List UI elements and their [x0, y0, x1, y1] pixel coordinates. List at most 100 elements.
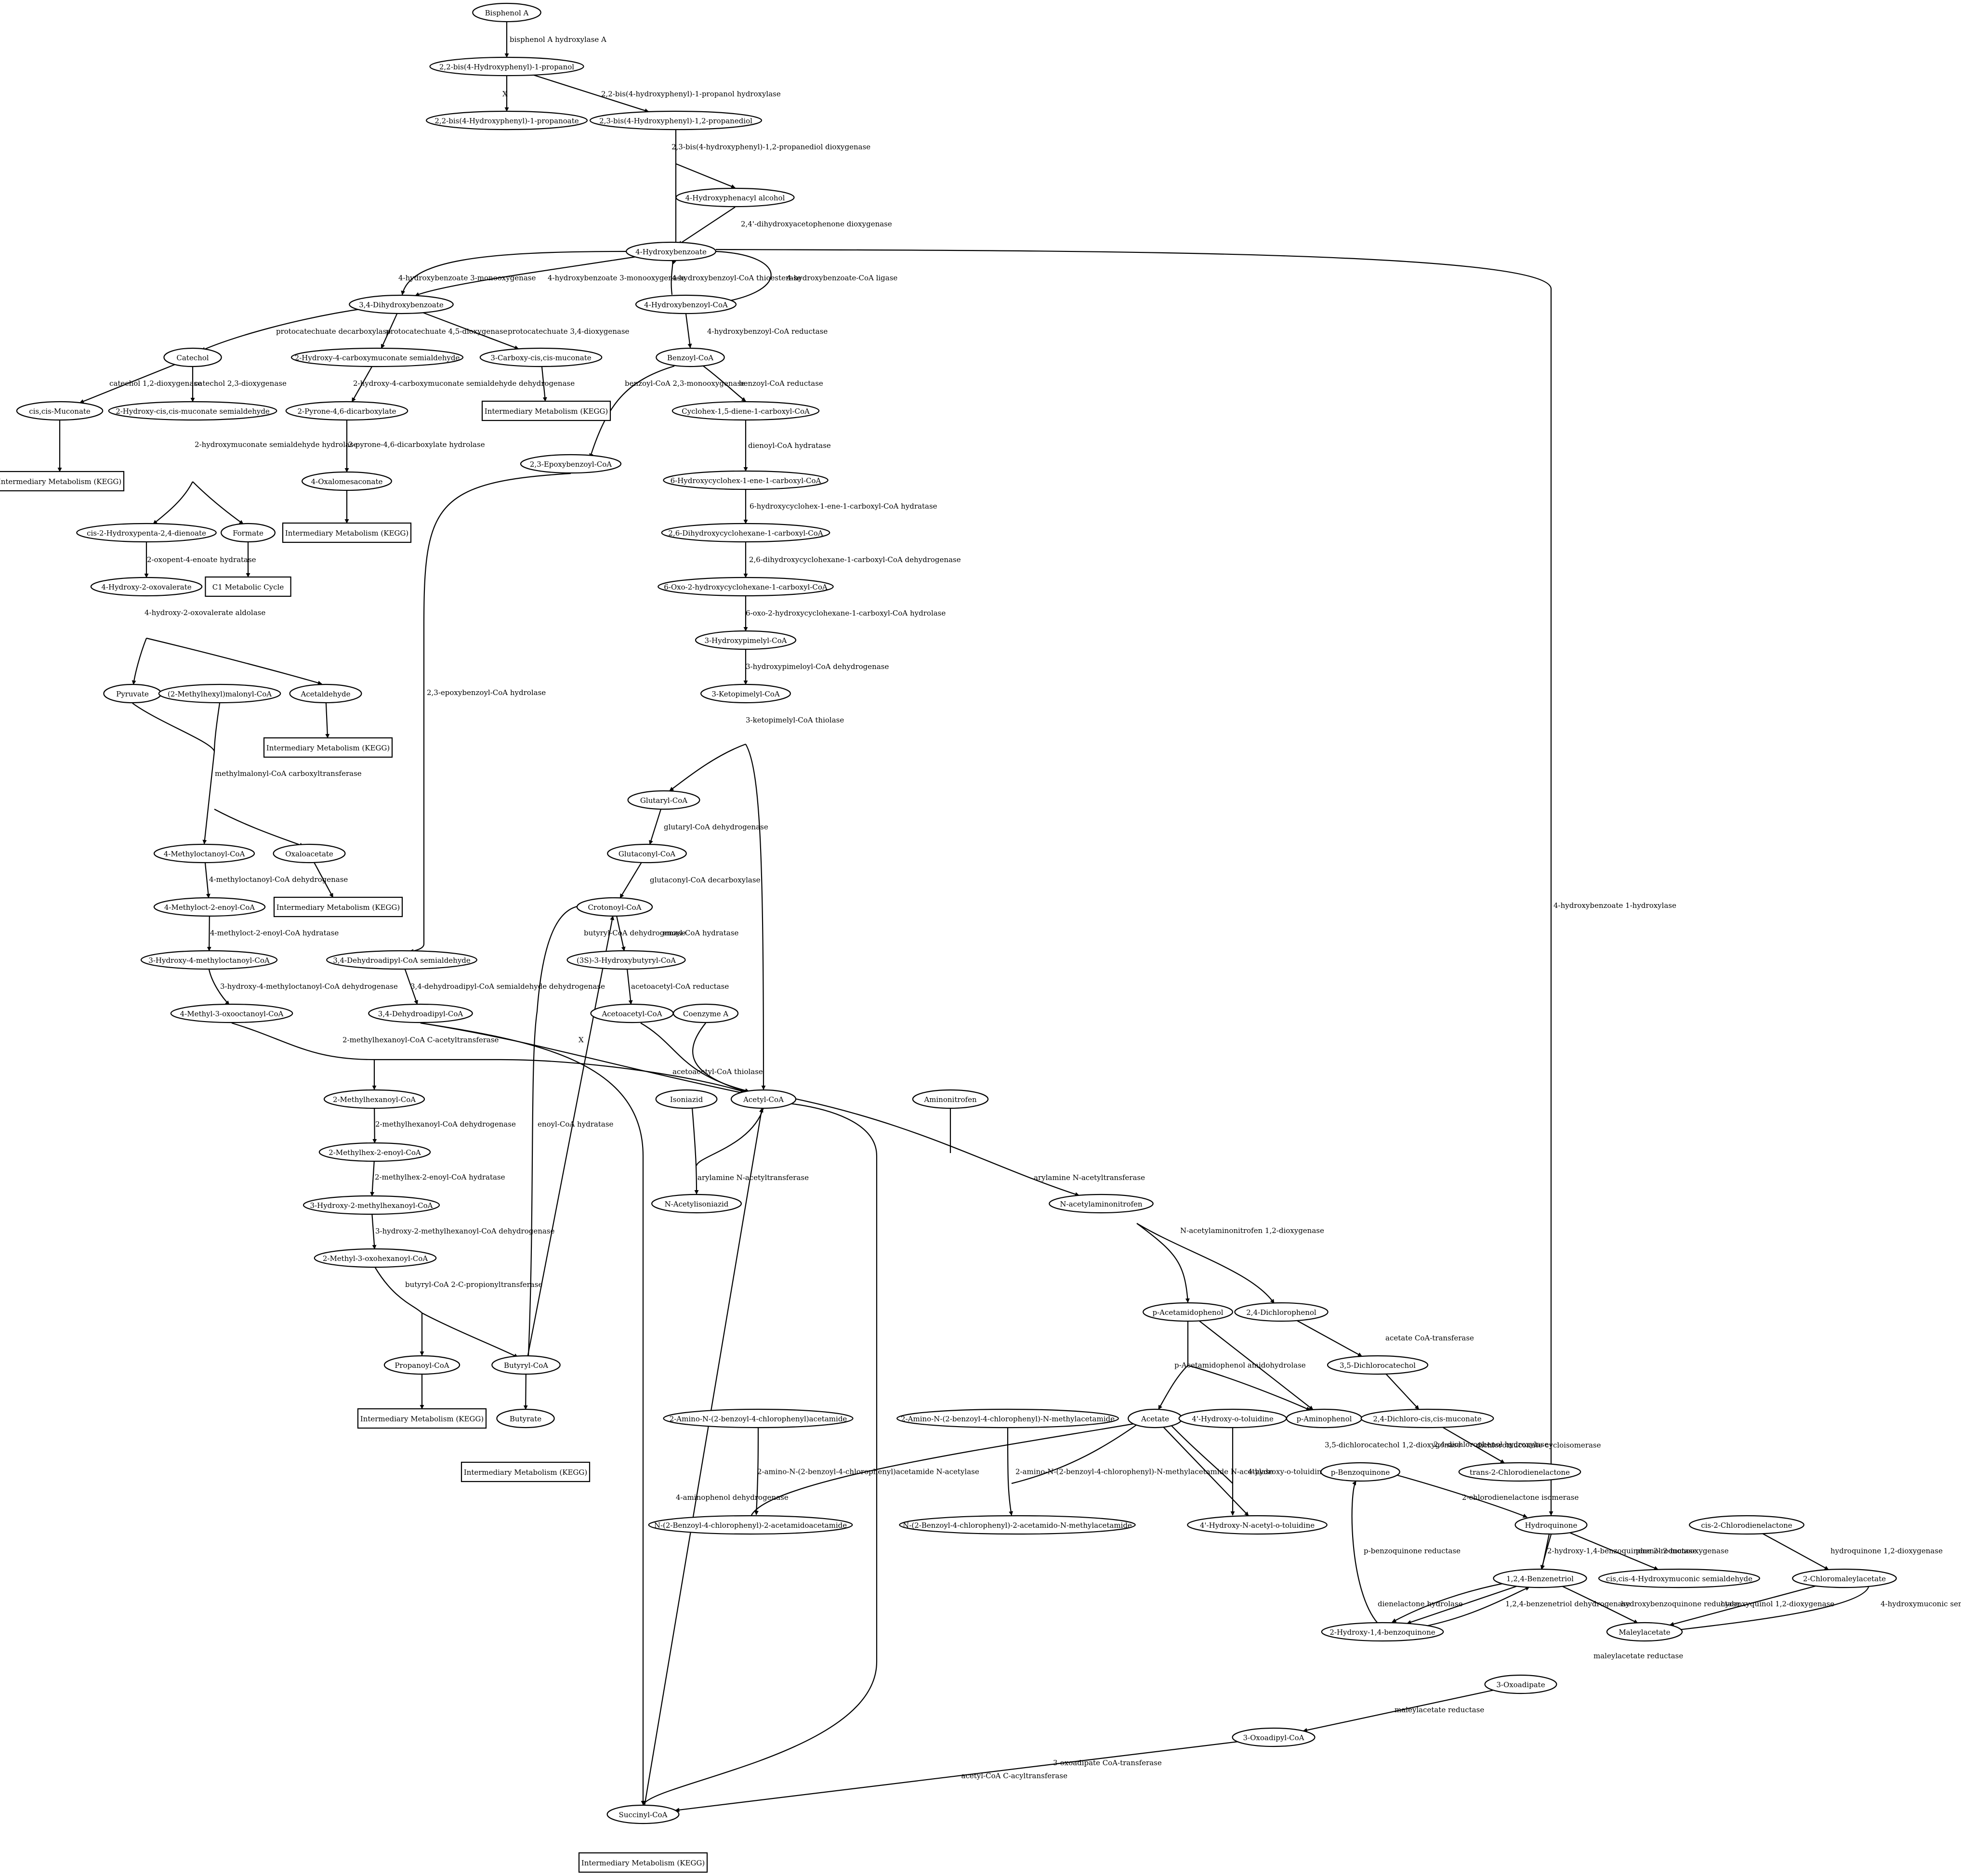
- node-label: trans-2-Chlorodienelactone: [1470, 1468, 1570, 1477]
- edge-line: [589, 365, 675, 458]
- node-label: Intermediary Metabolism (KEGG): [285, 529, 408, 538]
- ellipse-node-2-hydroxy-4-carboxymuconate-semialdehyde: 2-Hydroxy-4-carboxymuconate semialdehyde: [290, 347, 464, 367]
- ellipse-node-aminonitrofen: Aminonitrofen: [912, 1089, 989, 1109]
- edge-label: acetoacetyl-CoA thiolase: [672, 1067, 763, 1076]
- edge-label: protocatechuate 4,5-dioxygenase: [386, 327, 508, 336]
- node-ellipse: [606, 1804, 680, 1824]
- edge-label: dienoyl-CoA hydratase: [748, 441, 831, 450]
- edge-label: N-acetylaminonitrofen 1,2-dioxygenase: [1180, 1226, 1324, 1235]
- node-ellipse: [1792, 1568, 1897, 1588]
- node-ellipse: [472, 2, 541, 23]
- ellipse-node-3s-3-hydroxybutyryl-coa: (3S)-3-Hydroxybutyryl-CoA: [566, 950, 686, 970]
- edge-label: 3-hydroxy-2-methylhexanoyl-CoA dehydroge…: [375, 1227, 555, 1235]
- node-label: Acetoacetyl-CoA: [601, 1010, 662, 1018]
- edge-line: [675, 163, 736, 189]
- node-ellipse: [566, 950, 686, 970]
- edge-pacetamido-to-paminophenol: [1198, 1320, 1314, 1410]
- node-label: 3-Hydroxy-2-methylhexanoyl-CoA: [310, 1201, 433, 1210]
- ellipse-node-2-4-dichloro-cis-cis-muconate: 2,4-Dichloro-cis,cis-muconate: [1360, 1408, 1494, 1429]
- node-ellipse: [429, 56, 584, 77]
- edge-line: [675, 1741, 1238, 1812]
- edge-label: enoyl-CoA hydratase: [663, 929, 739, 937]
- node-box: [263, 737, 393, 758]
- ellipse-node-2-methylhexyl-malonyl-coa: (2-Methylhexyl)malonyl-CoA: [158, 683, 281, 704]
- node-label: p-Acetamidophenol: [1152, 1308, 1223, 1317]
- node-ellipse: [625, 241, 716, 262]
- node-ellipse: [425, 110, 588, 131]
- ellipse-node-glutaconyl-coa: Glutaconyl-CoA: [607, 843, 687, 864]
- node-ellipse: [326, 950, 477, 970]
- node-label: 4-Methyloct-2-enoyl-CoA: [164, 903, 255, 912]
- edge-label: 2-oxopent-4-enoate hydratase: [147, 555, 256, 564]
- ellipse-node-n-2-benzoyl-4-chlorophenyl-2-acetamidoacetamide: N-(2-Benzoyl-4-chlorophenyl)-2-acetamido…: [648, 1515, 853, 1535]
- edge-mhm-to-oxaloacetate: [214, 809, 304, 847]
- edge-nacn-to-pacetamido: N-acetylaminonitrofen 1,2-dioxygenase: [1136, 1223, 1324, 1303]
- node-ellipse: [627, 790, 700, 810]
- ellipse-node-4-hydroxy-2-oxovalerate: 4-Hydroxy-2-oxovalerate: [90, 577, 203, 597]
- edge-label: 4-hydroxybenzoate-CoA ligase: [787, 274, 897, 282]
- node-label: 4-Methyloctanoyl-CoA: [164, 850, 245, 858]
- node-ellipse: [1049, 1194, 1154, 1214]
- ellipse-node-maleylacetate: Maleylacetate: [1606, 1622, 1683, 1642]
- edge-hq-to-bt: phenol 2-monooxygenase: [1540, 1534, 1729, 1570]
- edge-line: [420, 1022, 745, 1095]
- edge-line: [351, 366, 373, 402]
- box-node-c1-metabolic-cycle: C1 Metabolic Cycle: [205, 576, 291, 597]
- ellipse-node-2-4-dichlorophenol: 2,4-Dichlorophenol: [1234, 1302, 1329, 1322]
- edge-line: [527, 916, 615, 1356]
- node-ellipse: [1598, 1568, 1761, 1588]
- edge-line: [1011, 1424, 1137, 1484]
- node-label: 4-Oxalomesaconate: [311, 477, 383, 486]
- edge-abca-to-bcaa: 2-amino-N-(2-benzoyl-4-chlorophenyl)acet…: [751, 1422, 1137, 1516]
- node-ellipse: [700, 683, 791, 704]
- edge-catechol-to-muconate: catechol 1,2-dioxygenase: [79, 364, 202, 404]
- node-label: 3-Oxoadipyl-CoA: [1243, 1733, 1304, 1742]
- edge-line: [1351, 1481, 1378, 1624]
- edge-line: [325, 702, 330, 738]
- node-label: Catechol: [176, 354, 209, 362]
- ellipse-node-cyclohex-1-5-diene-1-carboxyl-coa: Cyclohex-1,5-diene-1-carboxyl-CoA: [671, 401, 820, 421]
- edge-label: 2-pyrone-4,6-dicarboxylate hydrolase: [348, 440, 485, 449]
- node-label: cis-2-Chlorodienelactone: [1701, 1521, 1792, 1530]
- edge-label: 3-ketopimelyl-CoA thiolase: [746, 716, 844, 724]
- node-ellipse: [663, 1408, 854, 1429]
- edge-line: [1303, 1690, 1494, 1732]
- node-label: Maleylacetate: [1619, 1628, 1670, 1637]
- node-ellipse: [170, 1003, 293, 1023]
- edge-line: [231, 1022, 750, 1094]
- node-label: Aminonitrofen: [923, 1095, 977, 1104]
- node-label: 2-Methylhex-2-enoyl-CoA: [329, 1148, 421, 1157]
- ellipse-node-2-hydroxy-1-4-benzoquinone: 2-Hydroxy-1,4-benzoquinone: [1321, 1622, 1444, 1642]
- edge-kpcoa-to-accoa: [745, 744, 766, 1090]
- edge-line: [1669, 1585, 1816, 1627]
- edge-hbcoa3-to-crotonoyl: enoyl-CoA hydratase: [527, 904, 614, 1356]
- node-label: (3S)-3-Hydroxybutyryl-CoA: [577, 956, 676, 965]
- edge-label: benzoyl-CoA 2,3-monooxygenase: [625, 379, 745, 388]
- node-ellipse: [303, 1195, 440, 1215]
- edge-hmh-to-mox: 3-hydroxy-2-methylhexanoyl-CoA dehydroge…: [371, 1214, 555, 1249]
- edge-hbq-to-bt: hydroxybenzoquinone reductase: [1392, 1581, 1740, 1623]
- ellipse-node-3-hydroxy-4-methyloctanoyl-coa: 3-Hydroxy-4-methyloctanoyl-CoA: [140, 950, 278, 970]
- edge-hms-to-hpd: 2-hydroxymuconate semialdehyde hydrolase: [153, 440, 358, 525]
- edge-bhp-propanol-to-bhp-diol: 2,2-bis(4-hydroxyphenyl)-1-propanol hydr…: [533, 74, 781, 113]
- edge-ccdl-to-cma: dienelactone hydrolase: [1378, 1533, 1829, 1608]
- edge-line: [1560, 1585, 1638, 1624]
- node-label: 2-Amino-N-(2-benzoyl-4-chlorophenyl)-N-m…: [901, 1415, 1115, 1423]
- edge-hq-to-hmsa: hydroquinone 1,2-dioxygenase: [1569, 1532, 1943, 1570]
- edge-ddas-to-ddacoa: 3,4-dehydroadipyl-CoA semialdehyde dehyd…: [404, 969, 605, 1005]
- edge-line: [415, 254, 646, 297]
- edge-label: 2-methylhex-2-enoyl-CoA hydratase: [375, 1173, 505, 1181]
- ellipse-node-cis-2-hydroxypenta-2-4-dienoate: cis-2-Hydroxypenta-2,4-dienoate: [76, 523, 217, 543]
- node-ellipse: [1232, 1727, 1316, 1747]
- node-ellipse: [675, 187, 795, 208]
- node-label: p-Aminophenol: [1297, 1415, 1352, 1423]
- edge-bt-to-maleylacetate: hydroxyquinol 1,2-dioxygenase: [1416, 1586, 1834, 1629]
- edge-label: maleylacetate reductase: [1593, 1652, 1683, 1660]
- ellipse-node-cis-2-chlorodienelactone: cis-2-Chlorodienelactone: [1689, 1515, 1804, 1535]
- node-label: Propanoyl-CoA: [395, 1361, 449, 1370]
- node-ellipse: [672, 1003, 739, 1023]
- node-label: 4-Hydroxy-2-oxovalerate: [101, 583, 191, 591]
- node-layer: Bisphenol A2,2-bis(4-Hydroxyphenyl)-1-pr…: [0, 2, 1897, 1873]
- edge-succinyl-to-accoa: [644, 1108, 763, 1806]
- edge-label: p-benzoquinone reductase: [1364, 1547, 1461, 1555]
